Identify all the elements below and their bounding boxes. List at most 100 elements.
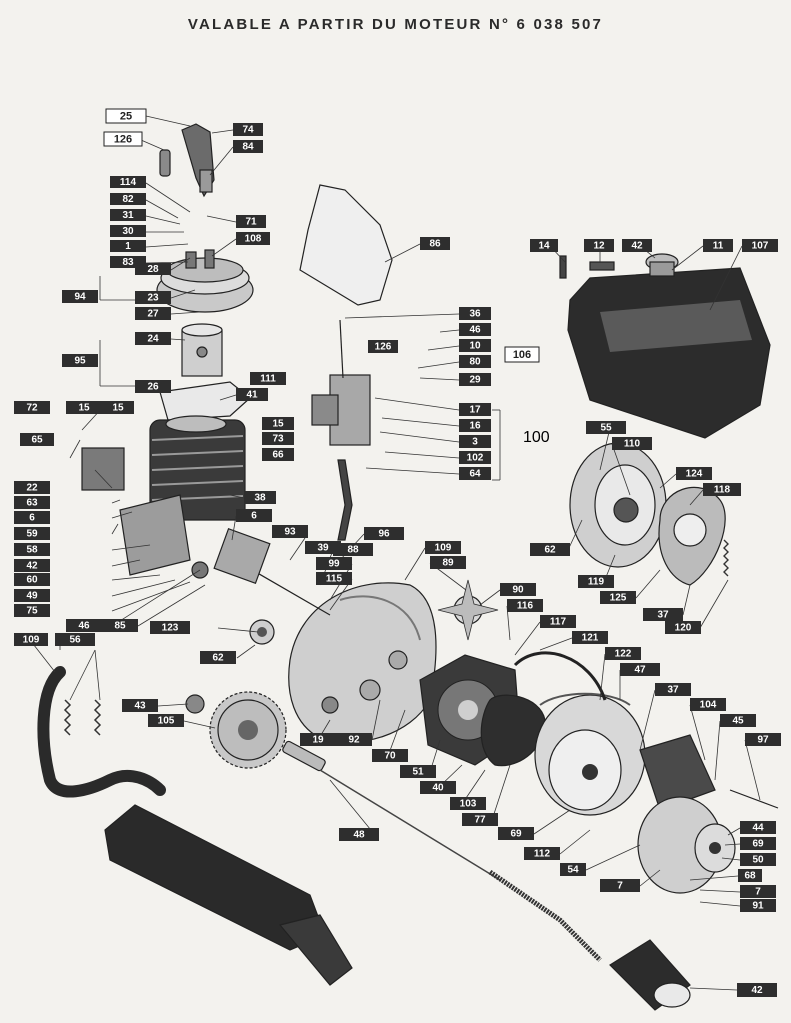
parts-layer <box>37 123 779 1011</box>
callout-label-text: 25 <box>120 111 132 123</box>
callout-label-box <box>622 239 652 252</box>
callout-label-text: 6 <box>251 511 257 522</box>
callout-label-text: 121 <box>582 633 599 644</box>
exhaust-flange <box>119 494 191 576</box>
callout-label-box <box>14 589 50 602</box>
callout-label-box <box>459 307 491 320</box>
callout-label-text: 84 <box>242 142 254 153</box>
callout-label-box <box>103 131 143 147</box>
callout-label-box <box>530 543 570 556</box>
callout-label: 41 <box>236 388 268 401</box>
callout-label: 112 <box>524 847 560 860</box>
callout-label: 124 <box>676 467 712 480</box>
callout-label-text: 77 <box>474 815 486 826</box>
callout-label: 89 <box>430 556 466 569</box>
callout-label: 72 <box>14 401 50 414</box>
callout-label-text: 74 <box>242 125 254 136</box>
callout-label-text: 10 <box>469 341 481 352</box>
callout-label-box <box>500 583 536 596</box>
callout-label: 1 <box>110 240 146 252</box>
callout-label-text: 46 <box>78 621 90 632</box>
callout-label-box <box>336 733 372 746</box>
callout-label-box <box>524 847 560 860</box>
callout-label-box <box>20 433 54 446</box>
callout-label-box <box>300 733 336 746</box>
callout-label: 111 <box>250 372 286 385</box>
callout-label: 108 <box>236 232 270 245</box>
callout-label: 69 <box>498 827 534 840</box>
callout-label: 116 <box>507 599 543 612</box>
spark-plug-cap <box>181 123 215 198</box>
callout-label: 126 <box>368 340 398 353</box>
callout-label-box <box>372 749 408 762</box>
callout-label: 74 <box>233 123 263 136</box>
clutch-spring <box>723 539 729 577</box>
callout-label: 97 <box>745 733 781 746</box>
callout-label: 46 <box>459 323 491 336</box>
callout-label-box <box>200 651 236 664</box>
callout-label-box <box>14 511 50 524</box>
callout-label-box <box>507 599 543 612</box>
callout-label-text: 124 <box>686 469 703 480</box>
callout-label-box <box>430 556 466 569</box>
callout-label-text: 26 <box>147 382 159 393</box>
callout-label-box <box>703 239 733 252</box>
tank-bolt <box>559 255 567 279</box>
callout-label-box <box>66 401 102 414</box>
callout-label: 37 <box>643 608 683 621</box>
callout-label-box <box>584 239 614 252</box>
callout-label-text: 44 <box>752 823 764 834</box>
callout-label-box <box>236 509 272 522</box>
callout-label-box <box>262 432 294 445</box>
callout-label-text: 62 <box>544 545 556 556</box>
callout-label: 44 <box>740 821 776 834</box>
callout-label: 123 <box>150 621 190 634</box>
callout-label-box <box>612 437 652 450</box>
callout-label: 24 <box>135 332 171 345</box>
callout-label-text: 88 <box>347 545 359 556</box>
silencer-tail <box>278 914 353 986</box>
callout-label-box <box>244 491 276 504</box>
callout-label: 14 <box>530 239 558 252</box>
callout-label: 10 <box>459 339 491 352</box>
callout-label-text: 45 <box>732 716 744 727</box>
callout-label-box <box>110 225 146 237</box>
callout-label-box <box>560 863 586 876</box>
callout-label-text: 42 <box>751 985 763 996</box>
callout-label-box <box>737 983 777 997</box>
callout-label-text: 69 <box>510 829 522 840</box>
clutch-shoes <box>658 486 726 586</box>
callout-label-text: 56 <box>69 635 81 646</box>
callout-label-text: 31 <box>122 210 134 221</box>
callout-label: 30 <box>110 225 146 237</box>
callout-label-text: 50 <box>752 855 764 866</box>
callout-label: 115 <box>316 572 352 585</box>
callout-label-text: 47 <box>634 665 646 676</box>
callout-label-box <box>150 621 190 634</box>
callout-label: 7 <box>600 879 640 892</box>
callout-label: 15 <box>66 401 102 414</box>
callout-label-box <box>459 419 491 432</box>
callout-label: 125 <box>600 591 636 604</box>
callout-label: 50 <box>740 853 776 866</box>
callout-label-box <box>305 541 341 554</box>
callout-label-box <box>605 647 641 660</box>
callout-label: 62 <box>530 543 570 556</box>
callout-label-text: 1 <box>125 241 131 252</box>
callout-label-box <box>135 291 171 304</box>
callout-label-text: 29 <box>469 375 481 386</box>
callout-label-box <box>676 467 712 480</box>
callout-label-text: 37 <box>667 685 679 696</box>
callout-label: 109 <box>425 541 461 554</box>
callout-label-box <box>316 572 352 585</box>
callout-label-text: 122 <box>615 649 632 660</box>
callout-label-box <box>14 573 50 586</box>
callout-label: 15 <box>262 417 294 430</box>
callout-label: 94 <box>62 290 98 303</box>
callout-label: 99 <box>316 557 352 570</box>
callout-label-text: 36 <box>469 309 481 320</box>
clutch-housing <box>569 442 667 568</box>
callout-label: 103 <box>450 797 486 810</box>
callout-label-text: 119 <box>588 577 605 588</box>
